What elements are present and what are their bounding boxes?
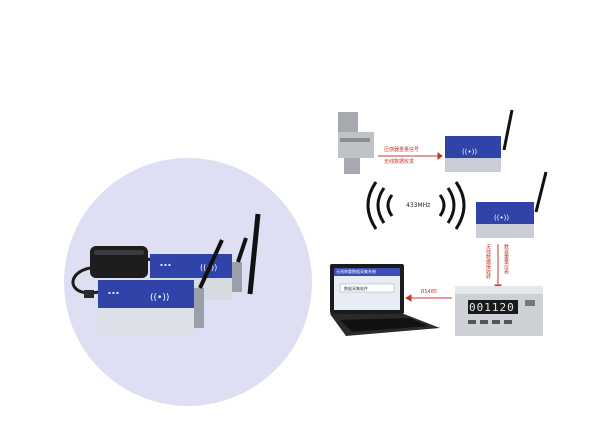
weighing-indicator: [455, 286, 543, 336]
laptop-screen-title: 无线称重数据采集系统: [336, 269, 376, 274]
label-frequency: 433MHz: [406, 202, 431, 209]
svg-text:((•)): ((•)): [494, 214, 509, 222]
label-wireless-transceive: 无线数据收发: [384, 159, 415, 165]
power-adapter: [71, 246, 174, 298]
label-digital-indicator: 数显重量仪表: [503, 244, 509, 274]
label-rs485: RS485: [421, 289, 438, 295]
indicator-display: 001120: [469, 301, 515, 314]
svg-text:▪ ▪ ▪: ▪ ▪ ▪: [108, 290, 119, 295]
front-wireless-module: ▪ ▪ ▪ ((•)): [98, 213, 261, 334]
label-receiver-convert: 无线数据接收转: [485, 244, 491, 279]
svg-text:((•)): ((•)): [462, 148, 477, 156]
svg-text:▪ ▪ ▪: ▪ ▪ ▪: [160, 262, 171, 267]
laptop: [330, 264, 440, 336]
svg-text:((•)): ((•)): [150, 293, 169, 303]
load-cell-sensor: [338, 112, 374, 174]
wireless-wave-icon: [366, 181, 466, 230]
receiver-module: ((•)): [476, 171, 548, 238]
label-sensor-signal: 压感器重量信号: [384, 147, 420, 153]
laptop-screen-subtitle: 数据采集软件: [344, 286, 368, 291]
transmitter-module: ((•)): [445, 109, 514, 172]
